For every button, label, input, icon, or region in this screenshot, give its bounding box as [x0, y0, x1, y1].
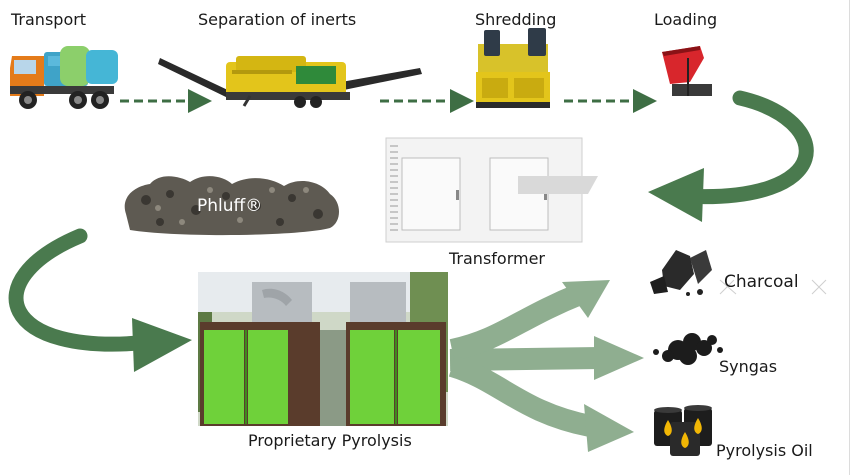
pyrolysis-label: Proprietary Pyrolysis [248, 432, 412, 450]
syngas-icon [653, 333, 723, 365]
stage-label-shredding: Shredding [475, 11, 556, 29]
transformer-label: Transformer [449, 250, 545, 268]
loading-hopper-icon [662, 46, 712, 96]
output-label-syngas: Syngas [719, 358, 777, 376]
truck-icon [10, 46, 118, 109]
stage-label-loading: Loading [654, 11, 717, 29]
stage-label-separation: Separation of inerts [198, 11, 356, 29]
output-label-oil: Pyrolysis Oil [716, 442, 813, 460]
branch-arrows [450, 294, 600, 426]
material-label-phluff: Phluff® [197, 197, 262, 215]
pyrolysis-units-icon [198, 272, 448, 426]
curved-arrow-to-pyrolysis [16, 236, 192, 372]
output-label-charcoal: Charcoal [724, 273, 799, 291]
shredder-icon [476, 28, 550, 108]
curved-arrow-to-transformer [648, 98, 806, 222]
oil-barrels-icon [654, 405, 712, 456]
stage-label-transport: Transport [11, 11, 86, 29]
transformer-icon [386, 138, 598, 242]
